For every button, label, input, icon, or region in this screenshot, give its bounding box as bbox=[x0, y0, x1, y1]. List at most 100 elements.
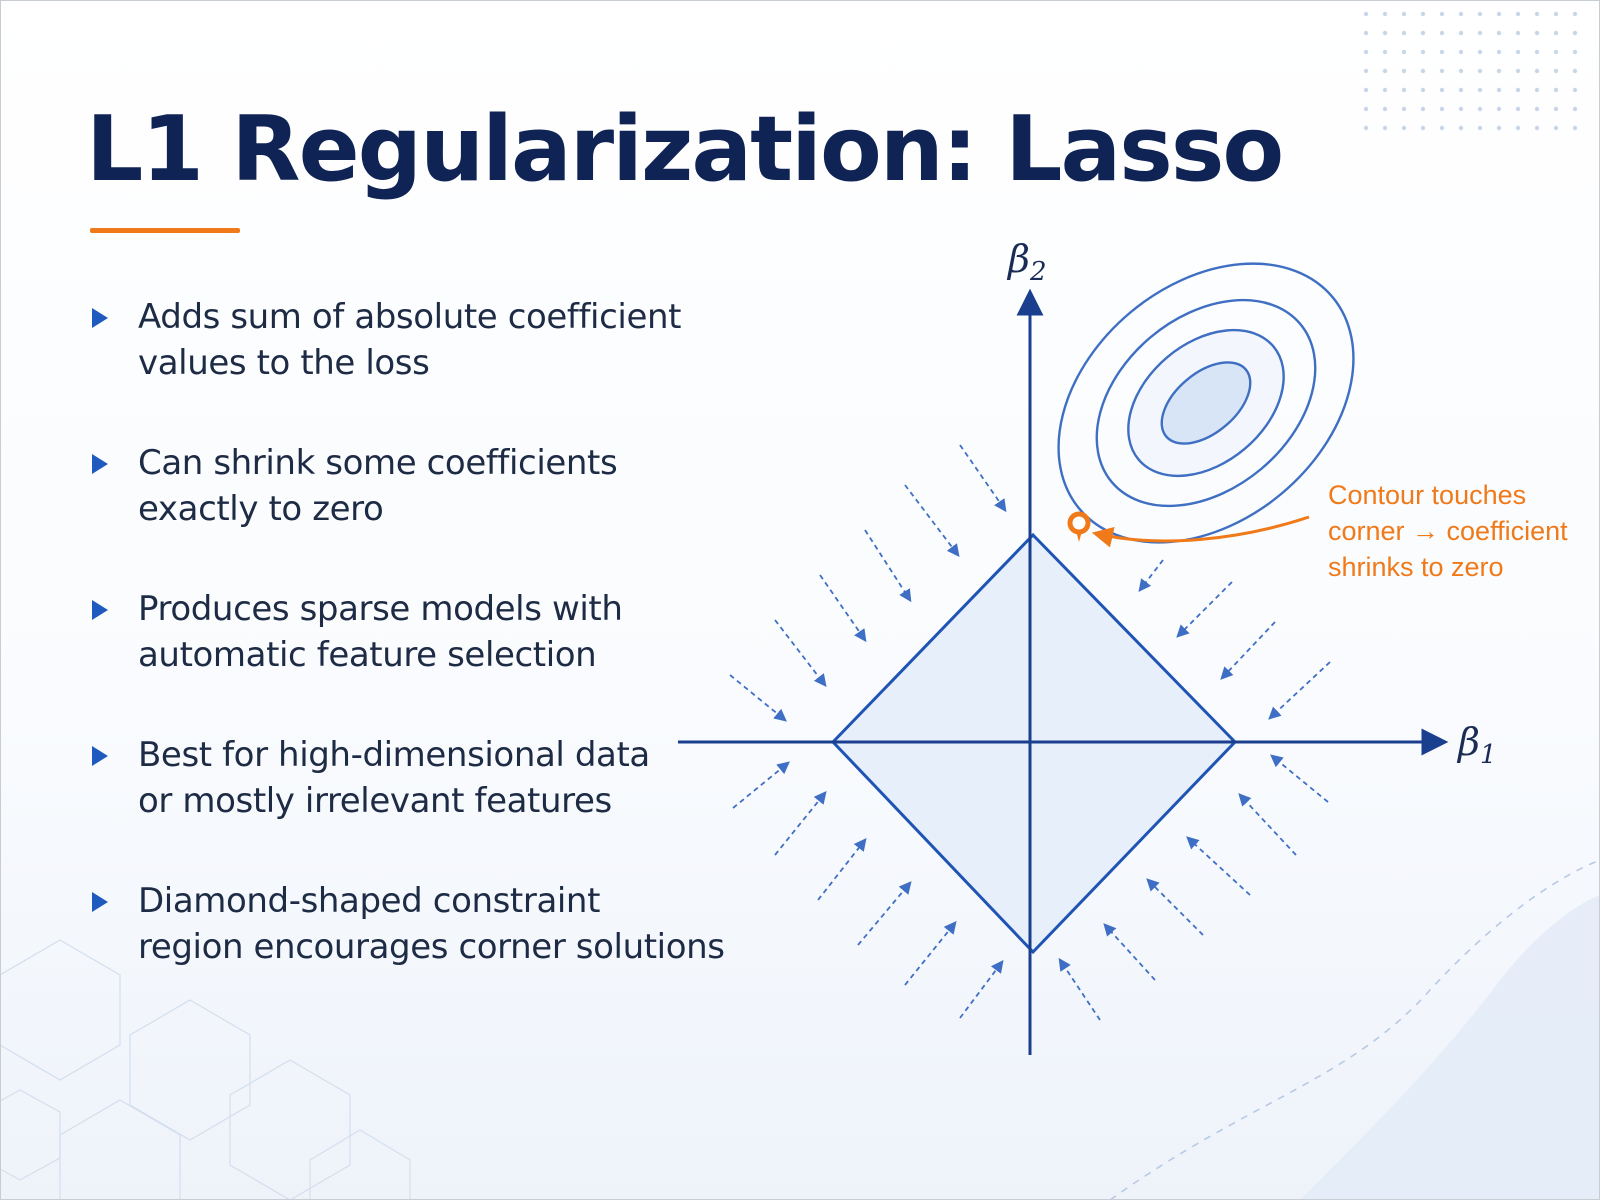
decor-dot bbox=[1477, 30, 1483, 36]
triangle-bullet-icon bbox=[92, 600, 108, 620]
bullet-line: Diamond-shaped constraint bbox=[138, 881, 600, 921]
decor-dot bbox=[1382, 106, 1388, 112]
decor-dot bbox=[1553, 87, 1559, 93]
shrink-arrow bbox=[904, 484, 960, 558]
decor-dot bbox=[1439, 68, 1445, 74]
decor-dot bbox=[1572, 68, 1578, 74]
decor-dot bbox=[1553, 68, 1559, 74]
decor-dot bbox=[1553, 106, 1559, 112]
decor-dot bbox=[1439, 125, 1445, 131]
decor-dot bbox=[1420, 106, 1426, 112]
decor-dot bbox=[1553, 49, 1559, 55]
decor-dot bbox=[1363, 11, 1369, 17]
bullet-line: region encourages corner solutions bbox=[138, 927, 725, 967]
decor-dot bbox=[1401, 68, 1407, 74]
bullet-text: Produces sparse models with automatic fe… bbox=[138, 586, 738, 678]
callout-line: corner → coefficient bbox=[1328, 516, 1568, 546]
decor-dot bbox=[1496, 68, 1502, 74]
wave-dashed-line bbox=[1109, 859, 1600, 1200]
decor-dot bbox=[1439, 30, 1445, 36]
bullet-line: values to the loss bbox=[138, 343, 430, 383]
decor-dot bbox=[1553, 125, 1559, 131]
decor-dot bbox=[1515, 30, 1521, 36]
decor-dot bbox=[1420, 30, 1426, 36]
decor-dot bbox=[1458, 49, 1464, 55]
shrink-arrow bbox=[1186, 836, 1251, 896]
decor-dot bbox=[1458, 106, 1464, 112]
decor-dot bbox=[1534, 106, 1540, 112]
decor-dot bbox=[1363, 49, 1369, 55]
decor-dot bbox=[1439, 106, 1445, 112]
decor-dot bbox=[1382, 125, 1388, 131]
shrink-arrow bbox=[857, 881, 912, 946]
decor-dot bbox=[1534, 68, 1540, 74]
bullet-line: or mostly irrelevant features bbox=[138, 781, 612, 821]
y-axis-label: β2 bbox=[1006, 237, 1047, 287]
decor-dot bbox=[1553, 30, 1559, 36]
shrink-arrow bbox=[817, 838, 867, 901]
title-underline bbox=[90, 228, 240, 233]
decor-dot bbox=[1363, 125, 1369, 131]
decor-dot bbox=[1572, 11, 1578, 17]
bullet-text: Best for high-dimensional data or mostly… bbox=[138, 732, 738, 824]
triangle-bullet-icon bbox=[92, 892, 108, 912]
y-axis-symbol: β bbox=[1006, 237, 1030, 281]
bullet-text: Adds sum of absolute coefficient values … bbox=[138, 294, 738, 386]
decor-dot bbox=[1382, 11, 1388, 17]
decor-dot bbox=[1439, 87, 1445, 93]
bullet-line: automatic feature selection bbox=[138, 635, 597, 675]
decor-dot bbox=[1515, 87, 1521, 93]
loss-contour bbox=[1057, 262, 1355, 544]
decor-dot bbox=[1572, 106, 1578, 112]
shrink-arrow bbox=[1268, 661, 1331, 720]
hexagon-pattern-decoration bbox=[0, 939, 411, 1200]
x-axis-symbol: β bbox=[1456, 720, 1480, 764]
shrink-arrow bbox=[864, 529, 912, 603]
decor-dot bbox=[1420, 87, 1426, 93]
decor-dot bbox=[1496, 125, 1502, 131]
decor-dot bbox=[1534, 30, 1540, 36]
decor-dot bbox=[1477, 68, 1483, 74]
decor-dot bbox=[1401, 125, 1407, 131]
triangle-bullet-icon bbox=[92, 746, 108, 766]
wave-decoration bbox=[1300, 895, 1600, 1200]
decor-dot bbox=[1420, 68, 1426, 74]
decor-dot bbox=[1477, 11, 1483, 17]
bullet-line: Best for high-dimensional data bbox=[138, 735, 650, 775]
decor-dot bbox=[1553, 11, 1559, 17]
decor-dot bbox=[1496, 87, 1502, 93]
shrink-arrow bbox=[729, 674, 787, 722]
x-axis-subscript: 1 bbox=[1480, 740, 1497, 770]
decor-dot bbox=[1477, 87, 1483, 93]
shrink-arrow bbox=[819, 574, 867, 643]
decor-dot bbox=[1382, 49, 1388, 55]
decor-dot bbox=[1515, 68, 1521, 74]
triangle-bullet-icon bbox=[92, 454, 108, 474]
decor-dot bbox=[1382, 30, 1388, 36]
decor-dot bbox=[1439, 11, 1445, 17]
decor-dot bbox=[1458, 68, 1464, 74]
decor-dot bbox=[1572, 30, 1578, 36]
shrink-arrow bbox=[732, 761, 790, 809]
decor-dot bbox=[1572, 49, 1578, 55]
bullet-line: exactly to zero bbox=[138, 489, 384, 529]
callout-line: shrinks to zero bbox=[1328, 552, 1504, 582]
decor-dot bbox=[1496, 106, 1502, 112]
decor-dot bbox=[1458, 11, 1464, 17]
decor-dot bbox=[1477, 106, 1483, 112]
bullet-text: Diamond-shaped constraint region encoura… bbox=[138, 878, 738, 970]
shrink-arrow bbox=[904, 921, 957, 986]
location-pin-icon bbox=[1067, 511, 1091, 542]
decor-dot bbox=[1477, 125, 1483, 131]
decor-dot bbox=[1458, 87, 1464, 93]
decor-dot bbox=[1363, 30, 1369, 36]
bullet-line: Adds sum of absolute coefficient bbox=[138, 297, 682, 337]
shrink-arrow bbox=[1220, 621, 1276, 680]
decor-dot bbox=[1496, 11, 1502, 17]
bullet-text: Can shrink some coefficients exactly to … bbox=[138, 440, 738, 532]
decor-dot bbox=[1401, 30, 1407, 36]
shrink-arrow bbox=[1270, 754, 1329, 803]
decor-dot bbox=[1572, 87, 1578, 93]
shrink-arrow bbox=[774, 619, 827, 687]
